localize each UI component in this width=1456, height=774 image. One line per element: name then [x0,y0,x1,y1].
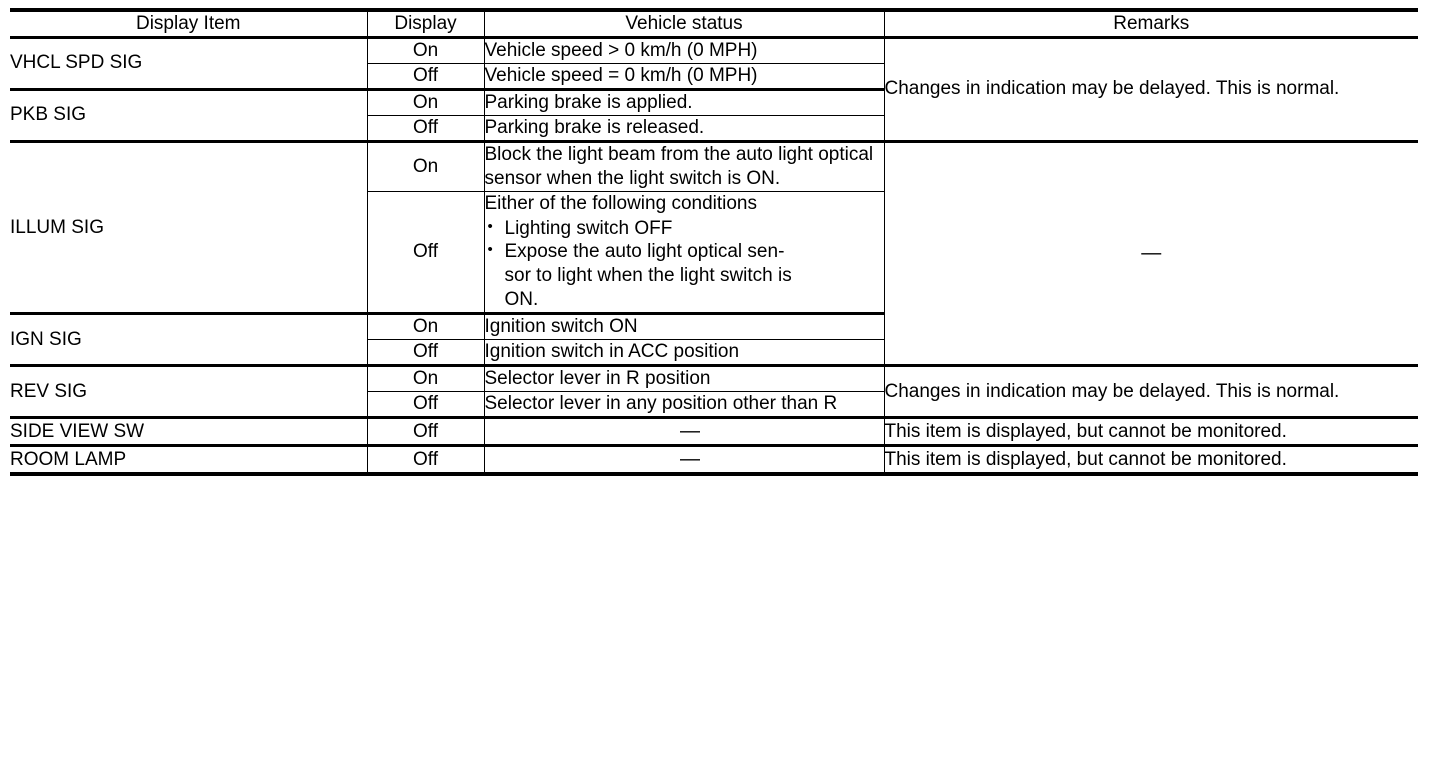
table-header: Display Item Display Vehicle status Rema… [10,7,1418,39]
vehicle-status-conditions: Either of the following conditions • Lig… [484,190,885,314]
conditions-list: • Lighting switch OFF • Expose the auto … [485,217,884,313]
column-header-display: Display [367,7,485,39]
list-item-line: Expose the auto light optical sen- [504,241,785,263]
vehicle-status-value: Block the light beam from the auto light… [484,139,885,192]
display-value: Off [367,62,485,90]
remarks-value-not-monitored: This item is displayed, but cannot be mo… [884,415,1418,446]
vehicle-status-value: — [484,444,885,477]
display-value: Off [367,190,485,314]
display-value: Off [367,339,485,366]
list-item-line: Lighting switch OFF [504,217,673,239]
table-row: Off Vehicle speed = 0 km/h (0 MPH) [10,62,1418,90]
column-header-vehicle-status: Vehicle status [484,7,885,39]
column-header-remarks: Remarks [884,7,1418,39]
table-row: Off Selector lever in any position other… [10,391,1418,418]
em-dash-glyph: — [680,420,700,442]
remarks-value-not-monitored: This item is displayed, but cannot be mo… [884,444,1418,477]
table-row: SIDE VIEW SW Off — This item is displaye… [10,415,1418,446]
display-value: Off [367,114,485,142]
vehicle-status-value: Selector lever in any position other tha… [484,391,885,418]
display-value: On [367,37,485,64]
display-item-side-view-sw: SIDE VIEW SW [10,415,368,446]
table-row: REV SIG On Selector lever in R position … [10,364,1418,418]
table-row: IGN SIG On Ignition switch ON [10,312,1418,366]
display-value: On [367,312,485,340]
list-item: • Lighting switch OFF [485,217,884,241]
vehicle-status-value: Vehicle speed > 0 km/h (0 MPH) [484,37,885,64]
list-item-line: sor to light when the light switch is [504,265,792,287]
vehicle-status-value: Parking brake is released. [484,114,885,142]
table-row: Off Parking brake is released. [10,114,1418,142]
display-item-illum-sig: ILLUM SIG [10,139,368,314]
list-item: • Expose the auto light optical sen- sor… [485,240,884,312]
vehicle-status-value: Vehicle speed = 0 km/h (0 MPH) [484,62,885,90]
display-value: On [367,364,485,392]
remarks-value-delayed-group-3: Changes in indication may be delayed. Th… [884,364,1418,418]
display-value: Off [367,444,485,477]
table-row: ILLUM SIG On Block the light beam from t… [10,139,1418,366]
vehicle-status-value: Selector lever in R position [484,364,885,392]
list-item-line: ON. [504,289,539,311]
display-value: Off [367,415,485,446]
display-item-rev-sig: REV SIG [10,364,368,418]
table-body: VHCL SPD SIG On Vehicle speed > 0 km/h (… [10,37,1418,477]
header-row: Display Item Display Vehicle status Rema… [10,7,1418,39]
vehicle-status-value: Parking brake is applied. [484,87,885,116]
display-value: On [367,139,485,192]
remarks-value-dash-group-2: — [884,139,1418,366]
vehicle-status-value: Ignition switch in ACC position [484,339,885,366]
bullet-icon: • [487,241,493,259]
table-row: Off Either of the following conditions •… [10,190,1418,314]
vehicle-status-value: Ignition switch ON [484,312,885,340]
remarks-value-delayed-group-1: Changes in indication may be delayed. Th… [884,37,1418,142]
table-row: Off Ignition switch in ACC position [10,339,1418,366]
em-dash-glyph: — [680,448,700,471]
display-value: On [367,87,485,116]
table-row: PKB SIG On Parking brake is applied. [10,87,1418,142]
vehicle-status-table: Display Item Display Vehicle status Rema… [10,7,1418,477]
vehicle-status-value: — [484,415,885,446]
display-item-room-lamp: ROOM LAMP [10,444,368,477]
display-item-pkb-sig: PKB SIG [10,87,368,142]
display-item-ign-sig: IGN SIG [10,312,368,366]
em-dash-glyph: — [1141,241,1162,264]
display-item-vhcl-spd-sig: VHCL SPD SIG [10,37,368,90]
bullet-icon: • [487,217,493,235]
table-row: ROOM LAMP Off — This item is displayed, … [10,444,1418,477]
column-header-display-item: Display Item [10,7,368,39]
display-value: Off [367,391,485,418]
conditions-intro-text: Either of the following conditions [484,192,758,214]
table-row: VHCL SPD SIG On Vehicle speed > 0 km/h (… [10,37,1418,142]
